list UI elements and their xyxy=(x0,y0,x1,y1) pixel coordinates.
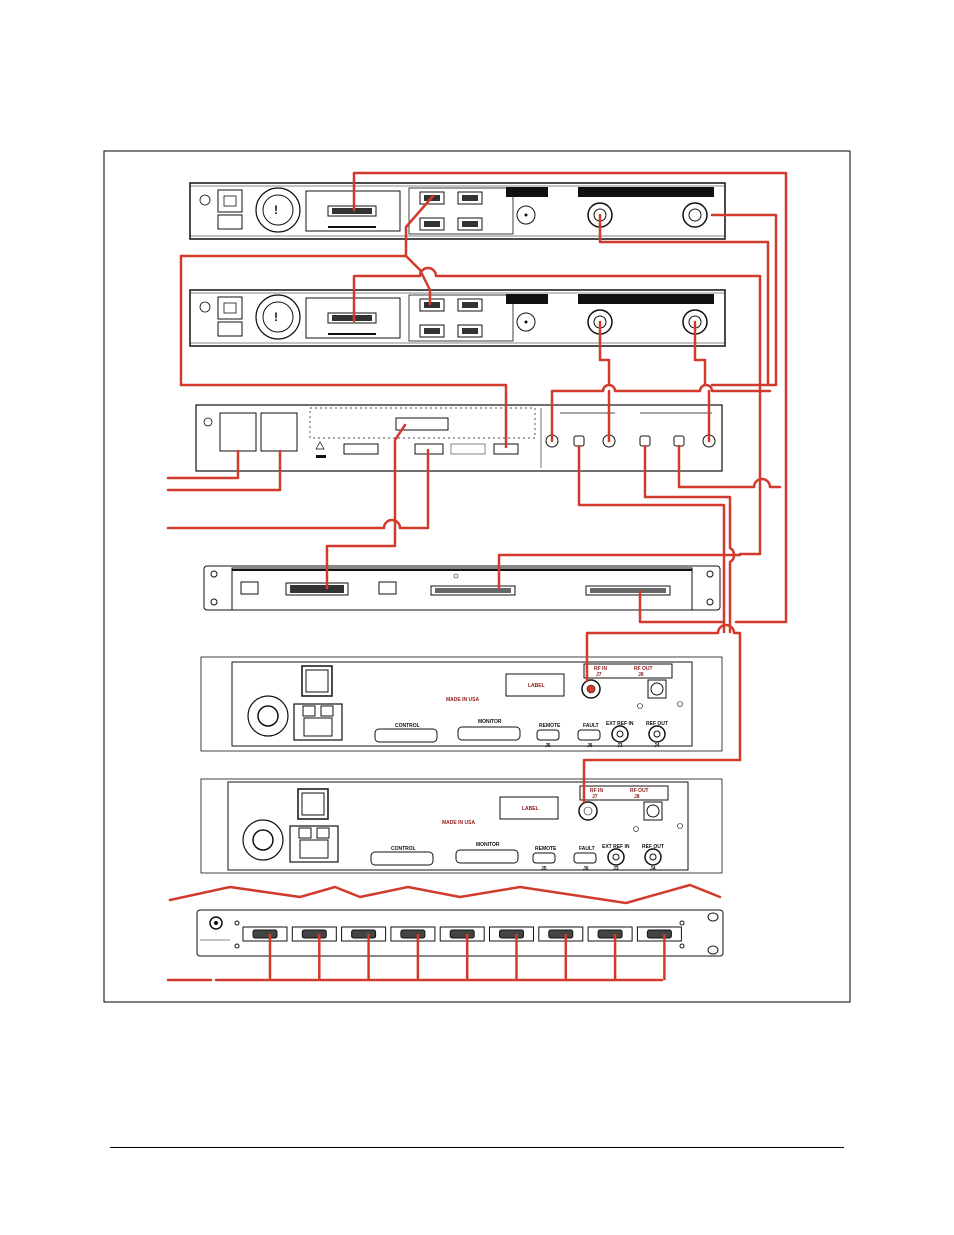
rf-out-label: RF OUT xyxy=(634,666,653,672)
fault-label: FAULT xyxy=(579,846,595,852)
label-box-text: LABEL xyxy=(528,683,545,689)
fan-icon xyxy=(247,695,289,737)
ext-ref-label: EXT REF IN xyxy=(602,844,630,850)
svg-text:!: ! xyxy=(274,203,278,217)
monitor-label: MONITOR xyxy=(478,719,502,725)
fault-j-label: J6 xyxy=(583,866,589,872)
db15-connector-shell xyxy=(548,929,574,939)
db15-connector-shell xyxy=(597,929,623,939)
db15-connector-shell xyxy=(351,929,377,939)
sma-connector-icon xyxy=(673,435,685,447)
fan-icon xyxy=(255,294,301,340)
remote-connector-icon xyxy=(532,852,556,864)
power-switch-icon xyxy=(301,665,333,697)
rf-in-label: RF IN xyxy=(590,788,603,794)
rf-in-label: RF IN xyxy=(594,666,607,672)
remote-label: REMOTE xyxy=(535,846,557,852)
bnc-connector-icon xyxy=(611,725,629,743)
monitor-label: MONITOR xyxy=(476,842,500,848)
bnc-connector-icon xyxy=(648,725,666,743)
upper-rf-unit-rear-panel: LABEL MADE IN USA CONTROL MONITOR REMOTE… xyxy=(200,656,723,752)
ref-out-j-label: J4 xyxy=(654,743,660,749)
distribution-panel xyxy=(196,909,724,957)
control-label: CONTROL xyxy=(391,846,416,852)
ext-ref-j-label: J3 xyxy=(617,743,623,749)
made-in-usa-text: MADE IN USA xyxy=(442,820,475,826)
interface-rack-panel xyxy=(203,565,721,611)
svg-text:!: ! xyxy=(274,310,278,324)
power-inlet-icon xyxy=(293,703,343,741)
control-connector-icon xyxy=(374,728,438,743)
lower-rf-unit-rear-panel: LABEL MADE IN USA CONTROL MONITOR REMOTE… xyxy=(200,778,723,874)
power-module-icon xyxy=(219,412,257,452)
rf-out-j-label: J8 xyxy=(638,672,644,678)
sma-connector-icon xyxy=(639,435,651,447)
db15-connector-shell xyxy=(252,929,278,939)
label-box xyxy=(499,796,559,820)
ext-ref-label: EXT REF IN xyxy=(606,721,634,727)
remote-connector-icon xyxy=(536,729,560,741)
made-in-usa-text: MADE IN USA xyxy=(446,697,479,703)
fault-label: FAULT xyxy=(583,723,599,729)
unit-2-rear-panel: ! xyxy=(189,289,726,347)
db37-connector-icon xyxy=(395,417,449,431)
monitor-connector-icon xyxy=(457,726,521,741)
rf-in-j-label: J7 xyxy=(592,794,598,800)
remote-label: REMOTE xyxy=(539,723,561,729)
fault-j-label: J6 xyxy=(587,743,593,749)
unit-1-rear-panel: ! xyxy=(189,182,726,240)
db15-connector-shell xyxy=(499,929,524,939)
ref-out-label: REF OUT xyxy=(642,844,664,850)
power-inlet-icon xyxy=(217,189,243,213)
monitor-connector-icon xyxy=(455,849,519,864)
sma-connector-icon xyxy=(573,435,585,447)
rf-out-label: RF OUT xyxy=(630,788,649,794)
control-connector-icon xyxy=(370,851,434,866)
bnc-connector-icon xyxy=(644,848,662,866)
diagram-frame xyxy=(103,150,851,1003)
db15-connector-shell xyxy=(646,929,672,939)
distribution-cable-drops xyxy=(268,934,666,980)
footer-rule xyxy=(110,1147,844,1148)
power-inlet-icon xyxy=(217,296,243,320)
fan-icon xyxy=(255,187,301,233)
db15-connector-shell xyxy=(301,929,327,939)
rf-in-j-label: J7 xyxy=(596,672,602,678)
db15-connector-shell xyxy=(449,929,475,939)
db15-connector-shell xyxy=(400,929,426,939)
switch-unit-rear-panel xyxy=(195,404,723,472)
label-box xyxy=(505,673,565,697)
ext-ref-j-label: J3 xyxy=(613,866,619,872)
cables xyxy=(166,171,788,982)
fault-connector-icon xyxy=(573,852,597,864)
label-box-text: LABEL xyxy=(522,806,539,812)
power-switch-icon xyxy=(297,788,329,820)
rf-out-j-label: J8 xyxy=(634,794,640,800)
ref-out-j-label: J4 xyxy=(650,866,656,872)
remote-j-label: J5 xyxy=(545,743,551,749)
power-module-icon xyxy=(260,412,298,452)
bnc-connector-icon xyxy=(607,848,625,866)
control-label: CONTROL xyxy=(395,723,420,729)
power-inlet-icon xyxy=(289,825,339,863)
remote-j-label: J5 xyxy=(541,866,547,872)
fault-connector-icon xyxy=(577,729,601,741)
fan-icon xyxy=(242,819,284,861)
ref-out-label: REF OUT xyxy=(646,721,668,727)
